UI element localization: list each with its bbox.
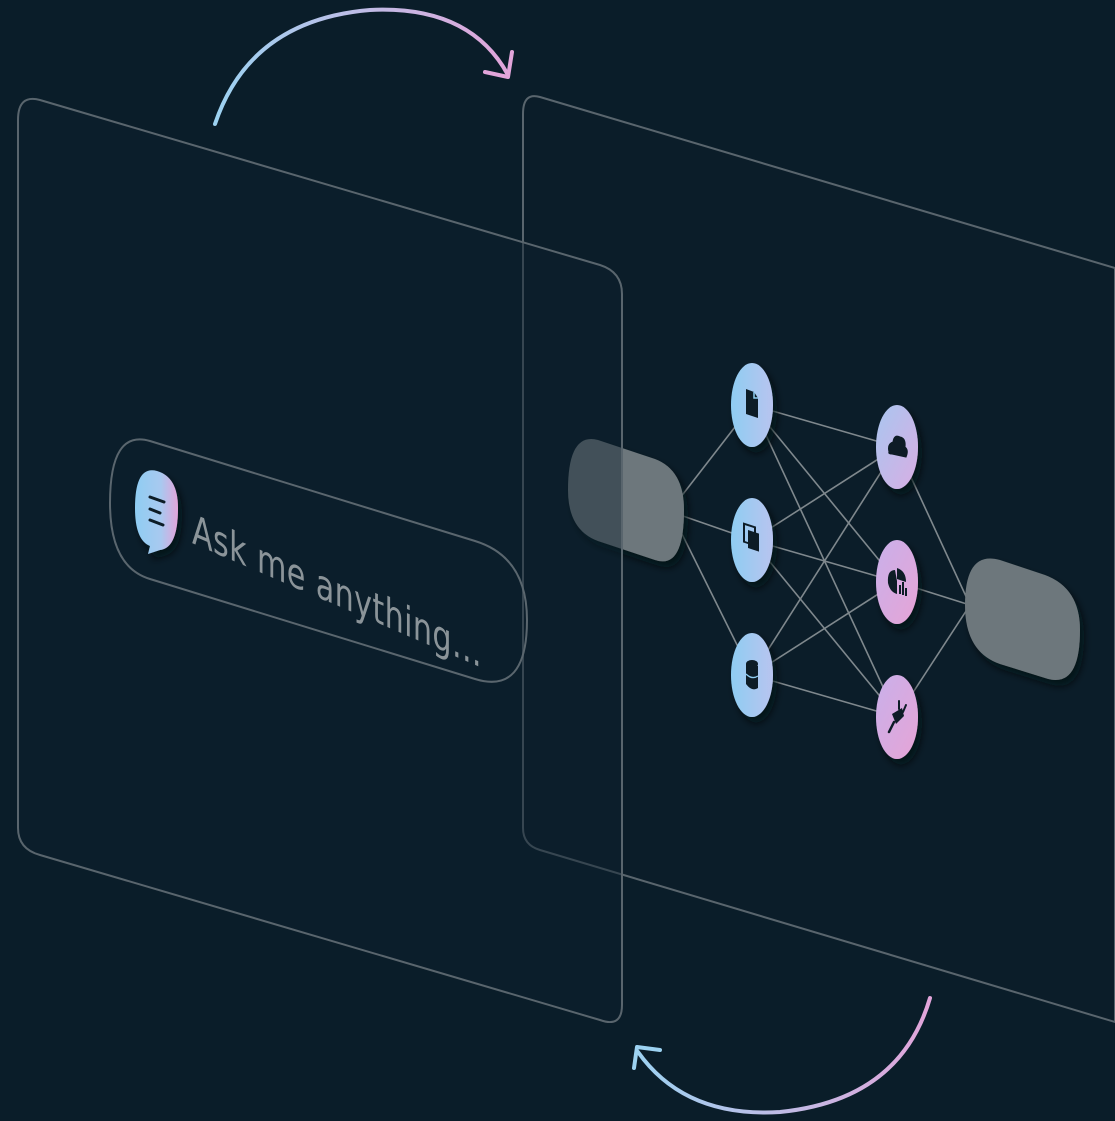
return-flow-arrow	[632, 996, 932, 1115]
node-copy	[731, 498, 773, 582]
input-node	[568, 439, 684, 562]
chat-bubble-icon	[135, 470, 178, 554]
node-database	[731, 633, 773, 717]
node-cloud	[876, 405, 918, 489]
node-document	[731, 363, 773, 447]
prompt-panel	[17, 98, 623, 1024]
node-plug	[876, 675, 918, 759]
forward-flow-arrow	[213, 7, 514, 126]
output-node	[965, 558, 1080, 680]
node-chart	[876, 540, 918, 624]
